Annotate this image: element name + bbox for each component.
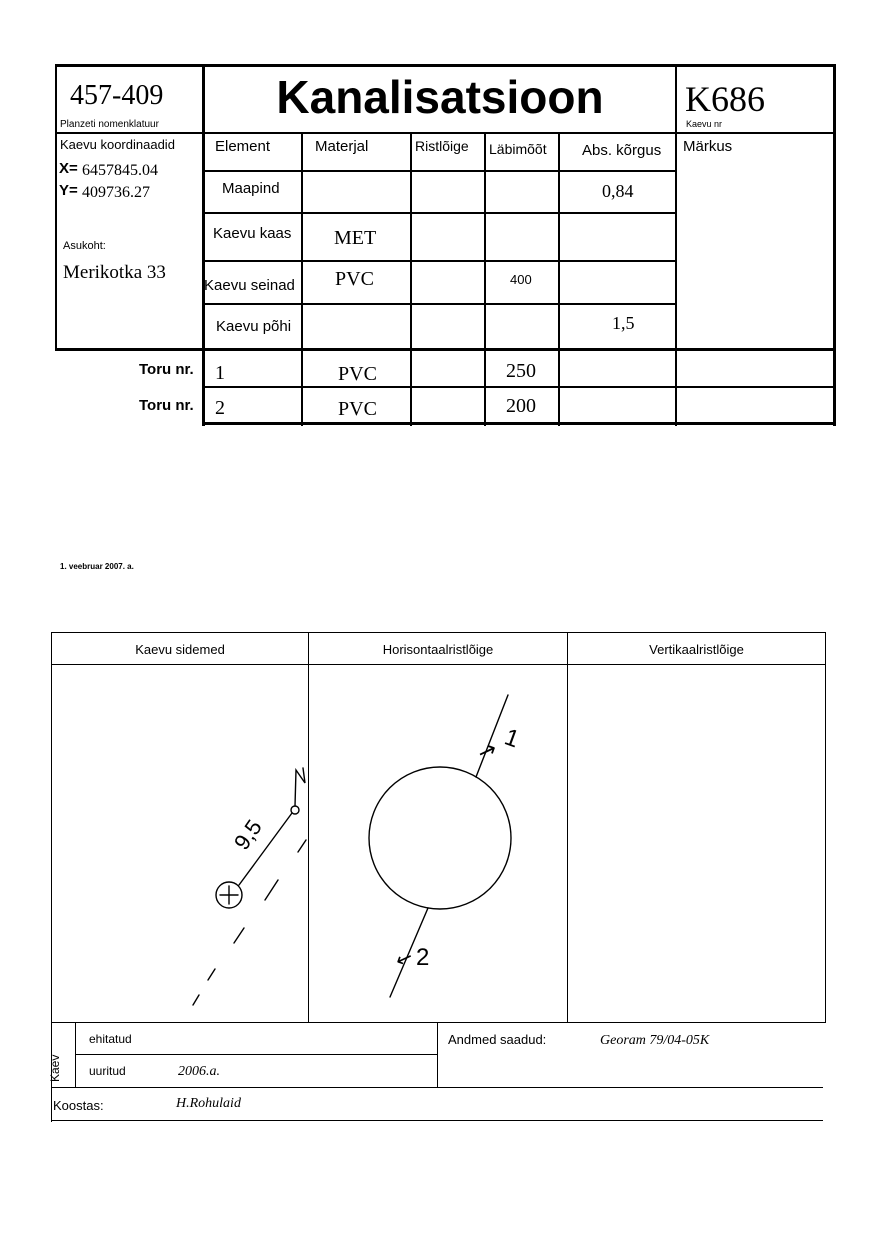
- col-header-height: Abs. kõrgus: [582, 142, 662, 159]
- col-header-diameter: Läbimõõt: [489, 141, 547, 157]
- pipe-1-diameter: 250: [506, 360, 536, 382]
- pipe-2-number: 2: [215, 397, 225, 419]
- pipe-2-label: Toru nr.: [139, 397, 194, 414]
- page-title: Kanalisatsioon: [276, 71, 604, 123]
- footer-side-label: Kaev: [48, 1054, 62, 1082]
- y-value: 409736.27: [82, 184, 150, 201]
- source-value: Georam 79/04-05K: [600, 1033, 710, 1048]
- sketch-pipe-2-label: 2: [416, 944, 430, 971]
- pipe-1-material: PVC: [338, 363, 377, 385]
- x-value: 6457845.04: [82, 162, 158, 179]
- author-label: Koostas:: [53, 1098, 104, 1113]
- pipe-2-material: PVC: [338, 398, 377, 420]
- pipe-2-diameter: 200: [506, 395, 536, 417]
- dashed-pipe-line: [192, 839, 307, 1006]
- pipe-1-label: Toru nr.: [139, 361, 194, 378]
- reference-point: [290, 805, 300, 815]
- col-title-connections: Kaevu sidemed: [135, 642, 225, 657]
- pipe-1-line: [475, 694, 509, 778]
- built-label: ehitatud: [89, 1032, 132, 1046]
- coords-label: Kaevu koordinaadid: [60, 137, 175, 152]
- row-element-walls: Kaevu seinad: [204, 277, 295, 294]
- col-title-vertical: Vertikaalristlõige: [649, 642, 744, 657]
- nomenclature-value: 457-409: [70, 80, 164, 111]
- row-element-lid: Kaevu kaas: [213, 225, 292, 242]
- connection-sketch: [192, 767, 307, 1006]
- col-header-notes: Märkus: [683, 138, 733, 155]
- row-height-surface: 0,84: [602, 181, 634, 201]
- well-number-value: K686: [685, 79, 765, 119]
- row-material-lid: MET: [334, 227, 377, 249]
- x-label: X=: [59, 160, 78, 177]
- nomenclature-label: Planzeti nomenklatuur: [60, 119, 159, 130]
- row-height-bottom: 1,5: [612, 313, 635, 333]
- updated-value: 2006.a.: [178, 1064, 220, 1079]
- location-value: Merikotka 33: [63, 262, 166, 283]
- updated-label: uuritud: [89, 1064, 126, 1078]
- row-element-bottom: Kaevu põhi: [216, 318, 292, 335]
- col-title-horizontal: Horisontaalristlõige: [382, 642, 494, 657]
- row-diameter-walls: 400: [510, 272, 532, 287]
- horizontal-section: [368, 694, 512, 998]
- date-text: 1. veebruar 2007. a.: [60, 562, 134, 571]
- manhole-circle: [368, 766, 512, 910]
- col-header-material: Materjal: [315, 138, 369, 155]
- manhole-symbol: [215, 881, 243, 909]
- col-header-element: Element: [215, 138, 271, 155]
- author-value: H.Rohulaid: [176, 1096, 241, 1111]
- pipe-1-number: 1: [215, 362, 225, 384]
- row-element-surface: Maapind: [222, 180, 280, 197]
- row-material-walls: PVC: [335, 268, 374, 290]
- well-number-label: Kaevu nr: [686, 119, 723, 129]
- y-label: Y=: [59, 182, 78, 199]
- source-label: Andmed saadud:: [448, 1032, 547, 1047]
- reference-flag: [294, 767, 306, 807]
- col-header-cross: Ristlõige: [415, 138, 469, 154]
- pipe-2-line: [389, 907, 429, 998]
- tie-line: [238, 812, 293, 886]
- location-label: Asukoht:: [63, 240, 106, 252]
